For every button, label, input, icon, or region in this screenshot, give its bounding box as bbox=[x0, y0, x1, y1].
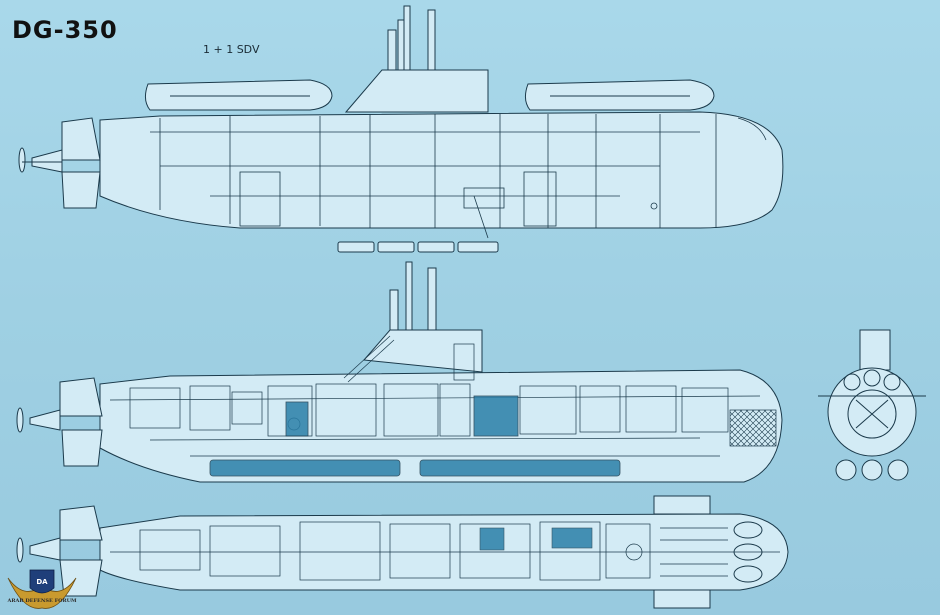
sdv-pod-aft bbox=[144, 79, 333, 111]
svg-text:DA: DA bbox=[36, 578, 48, 586]
bow-plane-lower bbox=[653, 589, 711, 609]
inboard-mast-1 bbox=[405, 261, 413, 333]
side-profile-view bbox=[18, 5, 784, 229]
inboard-mast-2 bbox=[427, 267, 437, 333]
tail-fin-upper bbox=[61, 117, 101, 161]
sail bbox=[344, 69, 489, 113]
inboard-tail-fin-upper bbox=[59, 377, 103, 417]
inboard-mast-3 bbox=[389, 289, 399, 333]
cross-section-view bbox=[818, 329, 926, 481]
sdv-pod-fwd bbox=[524, 79, 715, 111]
hull-side bbox=[99, 111, 784, 229]
forum-logo: DA bbox=[7, 569, 77, 609]
hull-inboard bbox=[99, 369, 783, 483]
inboard-tanks bbox=[209, 395, 621, 477]
mast-1 bbox=[403, 5, 411, 71]
mast-3 bbox=[387, 29, 397, 71]
tail-fin-lower bbox=[61, 171, 101, 209]
diagram-title: DG-350 bbox=[12, 16, 118, 44]
cross-section-sail bbox=[859, 329, 891, 371]
inboard-profile-view bbox=[16, 261, 783, 483]
side-profile-compartments bbox=[150, 114, 767, 239]
cross-section-hull bbox=[827, 367, 917, 457]
mast-2 bbox=[427, 9, 436, 71]
propeller bbox=[31, 149, 63, 173]
sdv-label: 1 + 1 SDV bbox=[203, 43, 260, 56]
logo-caption: ARAB DEFENSE FORUM bbox=[7, 598, 77, 604]
inboard-machinery bbox=[109, 335, 777, 457]
bow-plane-upper bbox=[653, 495, 711, 515]
mast-4 bbox=[397, 19, 405, 71]
battery-pallets bbox=[337, 241, 499, 253]
plan-machinery bbox=[110, 521, 780, 581]
inboard-tail-fin-lower bbox=[61, 429, 103, 467]
